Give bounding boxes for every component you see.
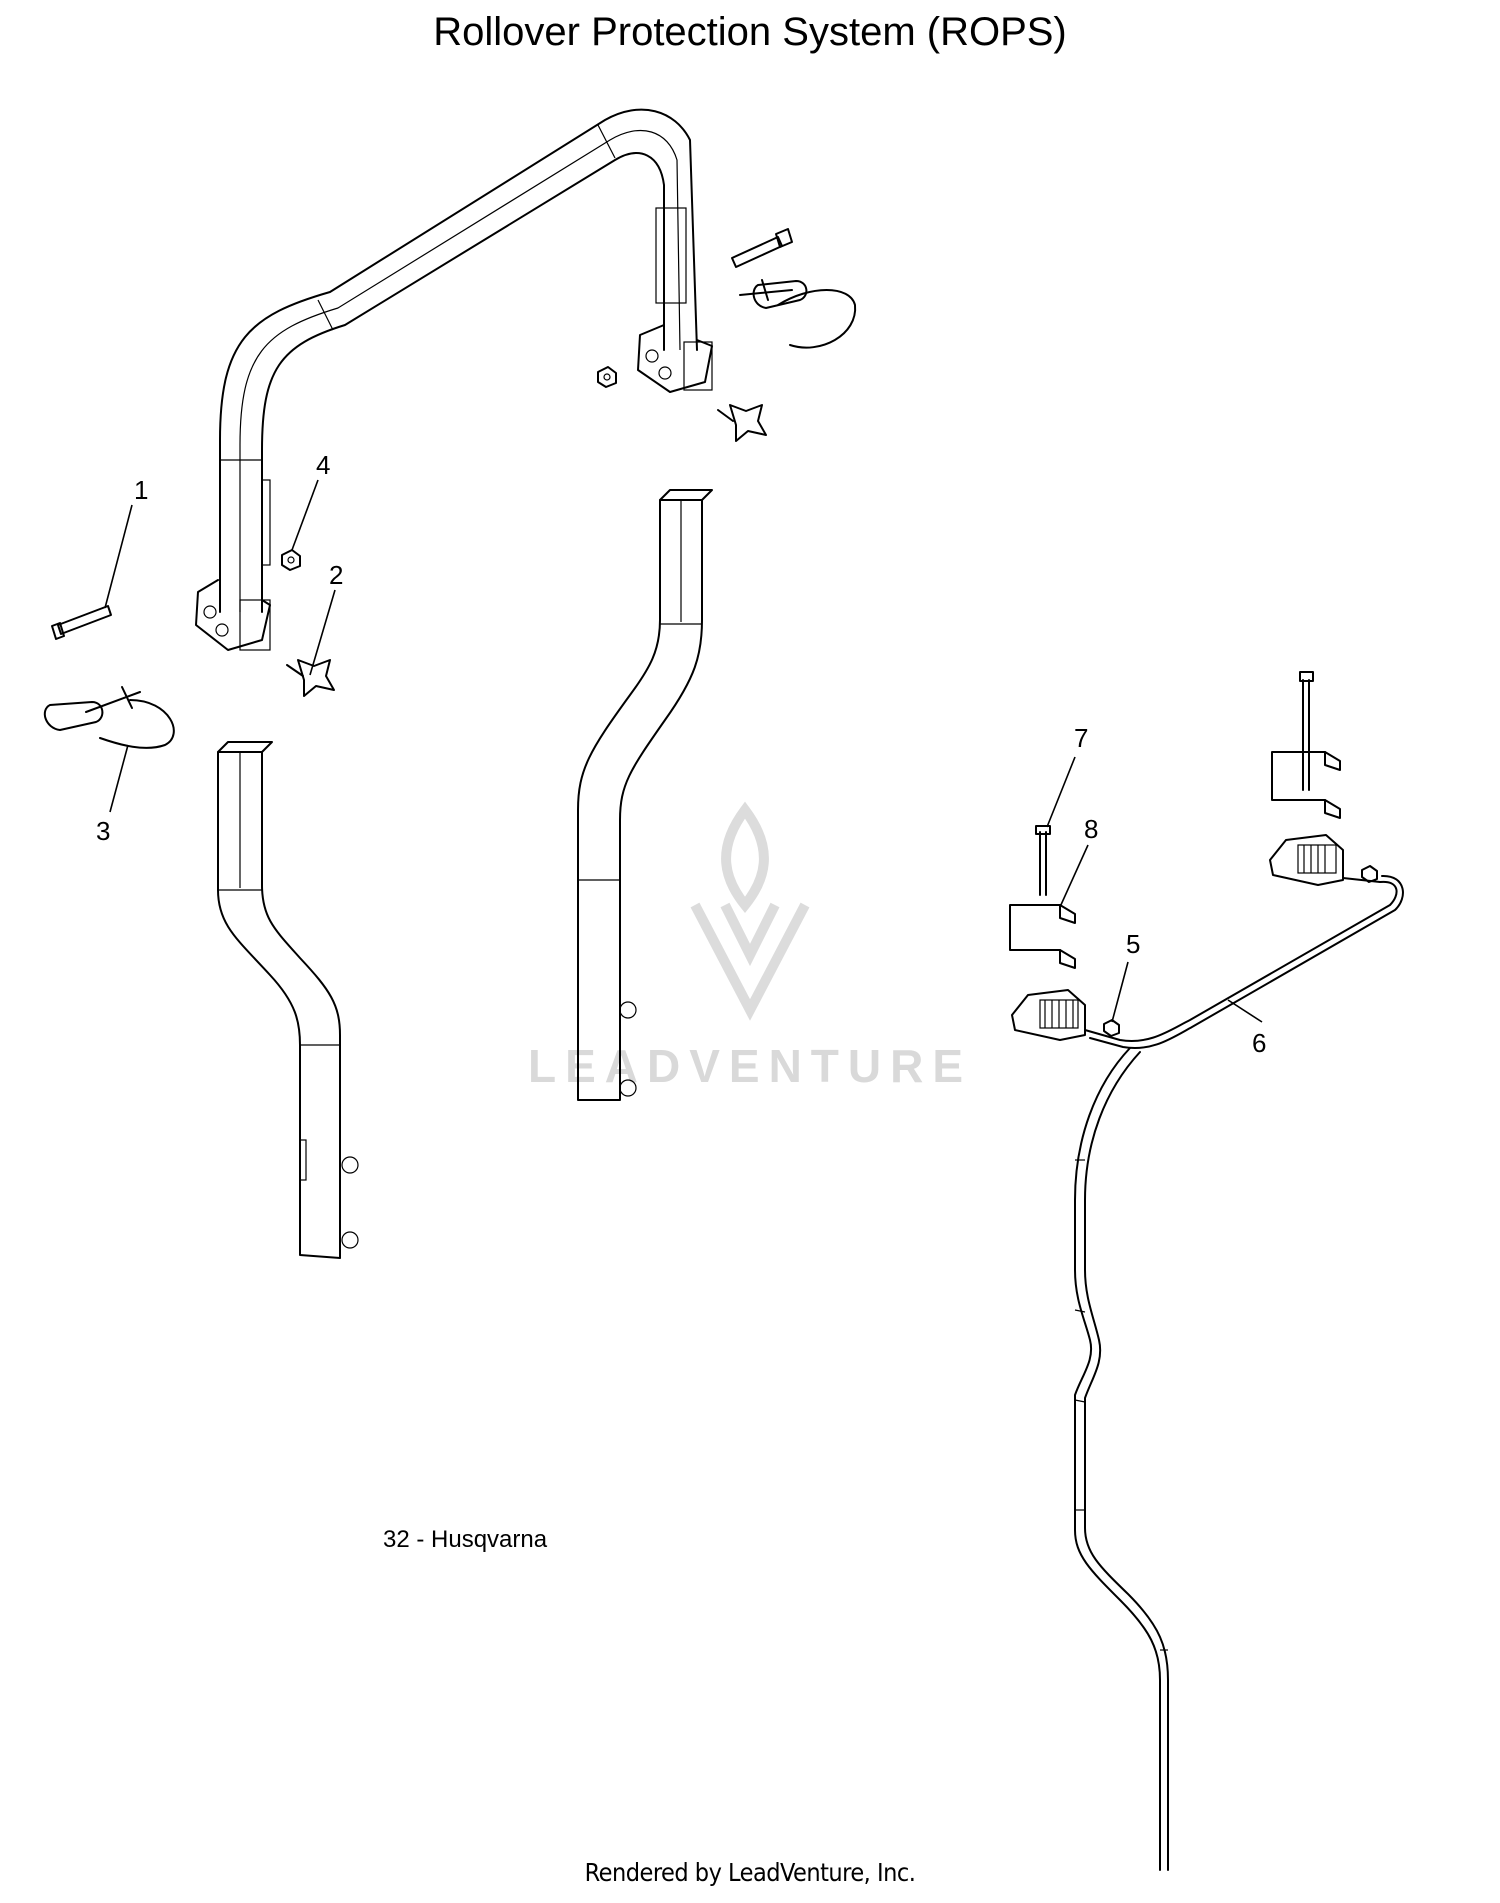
callout-3: 3 [96, 816, 110, 846]
right-bolt [731, 228, 793, 268]
callouts: 1 2 3 4 5 6 7 8 [96, 450, 1266, 1058]
footer-credit: Rendered by LeadVenture, Inc. [584, 1858, 916, 1887]
right-lower-leg [577, 489, 713, 1101]
watermark: LEADVENTURE [528, 801, 972, 1092]
callout-1: 1 [134, 475, 148, 505]
left-bolt [51, 605, 112, 640]
flame-logo-icon [690, 801, 810, 1021]
callout-8: 8 [1084, 814, 1098, 844]
right-hitch-pin [739, 279, 857, 349]
left-knob [286, 659, 335, 697]
left-lower-leg [217, 741, 359, 1259]
callout-4: 4 [316, 450, 330, 480]
model-label: 32 - Husqvarna [383, 1526, 548, 1553]
watermark-text: LEADVENTURE [528, 1040, 972, 1092]
wire-harness [1074, 874, 1404, 1871]
callout-6: 6 [1252, 1028, 1266, 1058]
left-hitch-pin [43, 686, 175, 749]
right-knob [717, 404, 767, 442]
diagram-title: Rollover Protection System (ROPS) [433, 10, 1067, 54]
left-switch-assembly [1009, 825, 1120, 1041]
left-nut [281, 549, 301, 571]
callout-2: 2 [329, 560, 343, 590]
right-nut [597, 366, 617, 388]
callout-7: 7 [1074, 723, 1088, 753]
callout-5: 5 [1126, 929, 1140, 959]
right-switch-assembly [1269, 671, 1378, 886]
rops-upper-hoop [195, 108, 713, 651]
